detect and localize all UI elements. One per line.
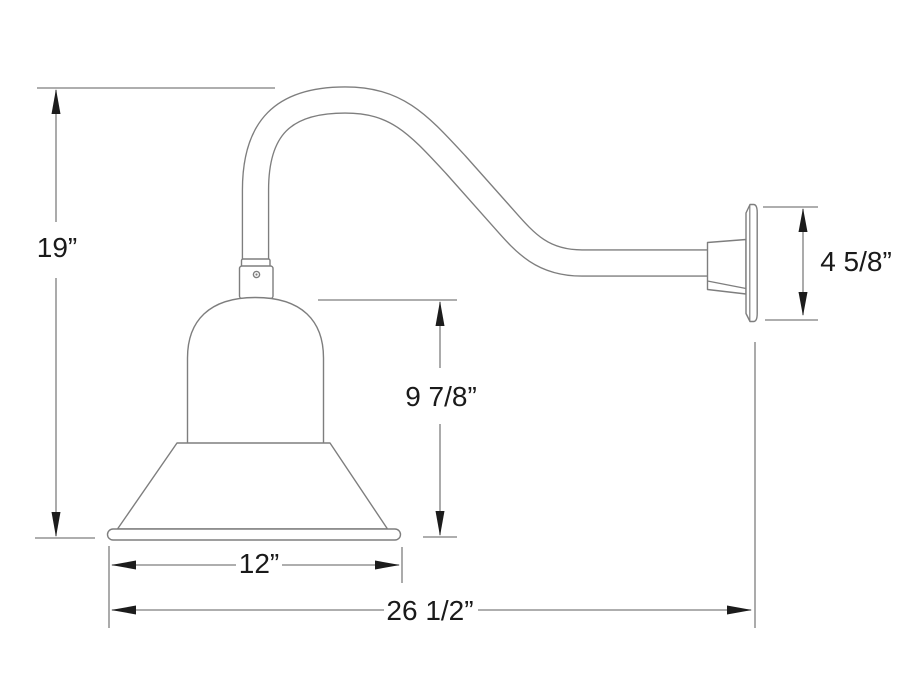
dimension-label-overall-projection: 26 1/2” xyxy=(386,595,473,626)
shade-cone xyxy=(116,442,389,530)
arrowhead-up-icon xyxy=(798,208,808,232)
arrowhead-left-icon xyxy=(111,560,136,570)
dimension-label-arm-height: 19” xyxy=(37,232,77,263)
set-screw-center xyxy=(255,273,258,276)
fixture xyxy=(106,86,758,541)
arrowhead-left-icon xyxy=(111,605,136,615)
arrowhead-right-icon xyxy=(375,560,400,570)
dimension-shade-height: 9 7/8” xyxy=(318,299,477,538)
arrowhead-up-icon xyxy=(435,301,445,326)
shade-dome xyxy=(186,296,325,443)
arrowhead-up-icon xyxy=(51,89,61,114)
dimension-backplate-height: 4 5/8” xyxy=(763,206,892,321)
dimension-overall-projection: 26 1/2” xyxy=(111,342,756,628)
arrowhead-right-icon xyxy=(727,605,752,615)
dimension-shade-diameter: 12” xyxy=(108,546,403,628)
wall-mount-plate xyxy=(745,203,758,323)
arrowhead-down-icon xyxy=(798,292,808,316)
dimension-label-shade-height: 9 7/8” xyxy=(405,381,477,412)
dimension-arm-height: 19” xyxy=(35,87,275,539)
arrowhead-down-icon xyxy=(435,511,445,536)
wall-mount-bracket-skirt-line xyxy=(707,280,747,290)
wall-mount-bracket xyxy=(706,238,747,295)
arrowhead-down-icon xyxy=(51,512,61,537)
dimension-label-shade-diameter: 12” xyxy=(239,548,279,579)
shade-rim xyxy=(106,528,402,541)
dimension-label-backplate-height: 4 5/8” xyxy=(820,246,892,277)
gooseneck-arm-core xyxy=(243,87,713,276)
